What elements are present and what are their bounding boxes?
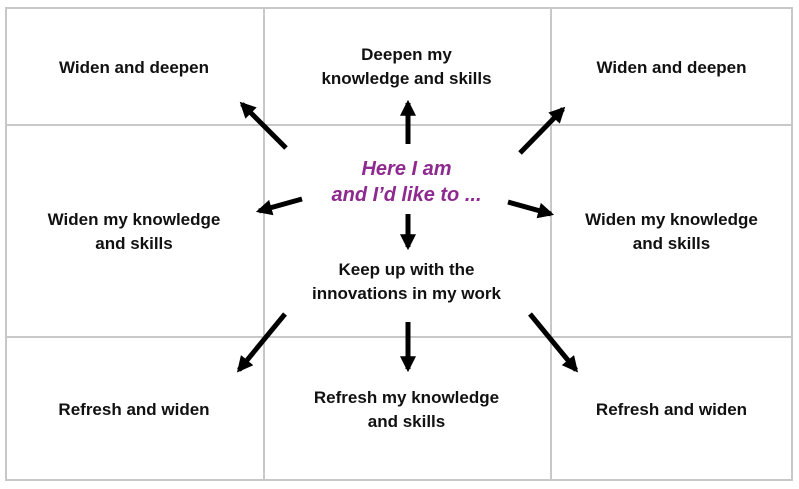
cell-top-left-label: Widen and deepen (5, 56, 263, 80)
cell-middle-left-label: Widen my knowledge and skills (5, 208, 263, 256)
grid-line-vertical-right (550, 7, 552, 481)
cell-bottom-right-label: Refresh and widen (550, 398, 793, 422)
cell-bottom-left-label: Refresh and widen (5, 398, 263, 422)
center-statement-line1: Here I am (361, 158, 452, 180)
center-statement-line2: and I’d like to ... (331, 184, 482, 206)
cell-middle-right-label: Widen my knowledge and skills (550, 208, 793, 256)
grid-outer-border (5, 7, 793, 481)
cell-top-right-text: Widen and deepen (596, 58, 747, 77)
cell-middle-left-line2: and skills (95, 234, 173, 253)
cell-middle-left-line1: Widen my knowledge (47, 210, 221, 229)
center-statement: Here I am and I’d like to ... (263, 156, 550, 208)
cell-middle-center-line1: Keep up with the (338, 260, 475, 279)
grid-line-vertical-left (263, 7, 265, 481)
cell-bottom-center-label: Refresh my knowledge and skills (263, 386, 550, 434)
cell-middle-right-line2: and skills (632, 234, 711, 253)
cell-top-right-label: Widen and deepen (550, 56, 793, 80)
cell-top-center-line1: Deepen my (361, 45, 452, 64)
cell-bottom-right-text: Refresh and widen (595, 400, 748, 419)
grid-line-horizontal-top (5, 124, 793, 126)
cell-top-center-line2: knowledge and skills (321, 69, 492, 88)
cell-middle-right-line1: Widen my knowledge (585, 210, 758, 229)
cell-bottom-center-line1: Refresh my knowledge (313, 388, 500, 407)
cell-bottom-center-line2: and skills (367, 412, 446, 431)
cell-top-left-text: Widen and deepen (58, 58, 210, 77)
cell-middle-center-line2: innovations in my work (312, 284, 501, 303)
cell-middle-center-label: Keep up with the innovations in my work (263, 258, 550, 306)
grid-line-horizontal-bottom (5, 336, 793, 338)
cell-bottom-left-text: Refresh and widen (58, 400, 210, 419)
cell-top-center-label: Deepen my knowledge and skills (263, 43, 550, 91)
